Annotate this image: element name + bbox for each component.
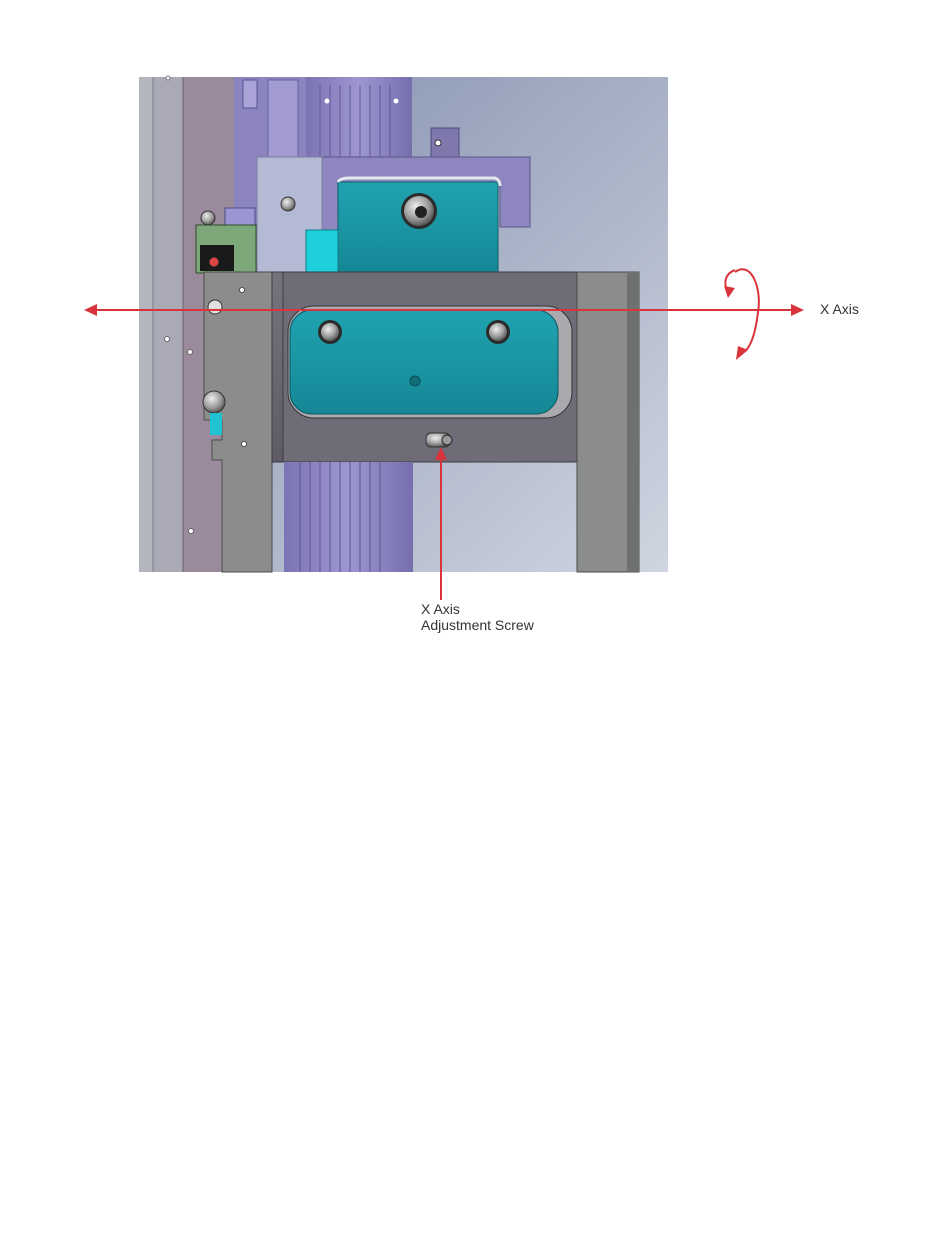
left-rail-mid <box>153 77 183 572</box>
x-axis-arrowhead-left <box>84 304 97 316</box>
upper-slide-body <box>306 77 412 157</box>
x-axis-arrowhead-right <box>791 304 804 316</box>
lower-slide <box>284 462 413 572</box>
rotation-icon <box>724 269 759 360</box>
adjustment-screw-label: X Axis Adjustment Screw <box>421 601 534 633</box>
screw-label-line1: X Axis <box>421 601 534 617</box>
teal-spacer <box>306 230 338 272</box>
x-axis-label: X Axis <box>820 301 859 317</box>
left-rail-outer <box>139 77 153 572</box>
screw-label-line2: Adjustment Screw <box>421 617 534 633</box>
cad-render <box>139 76 668 572</box>
